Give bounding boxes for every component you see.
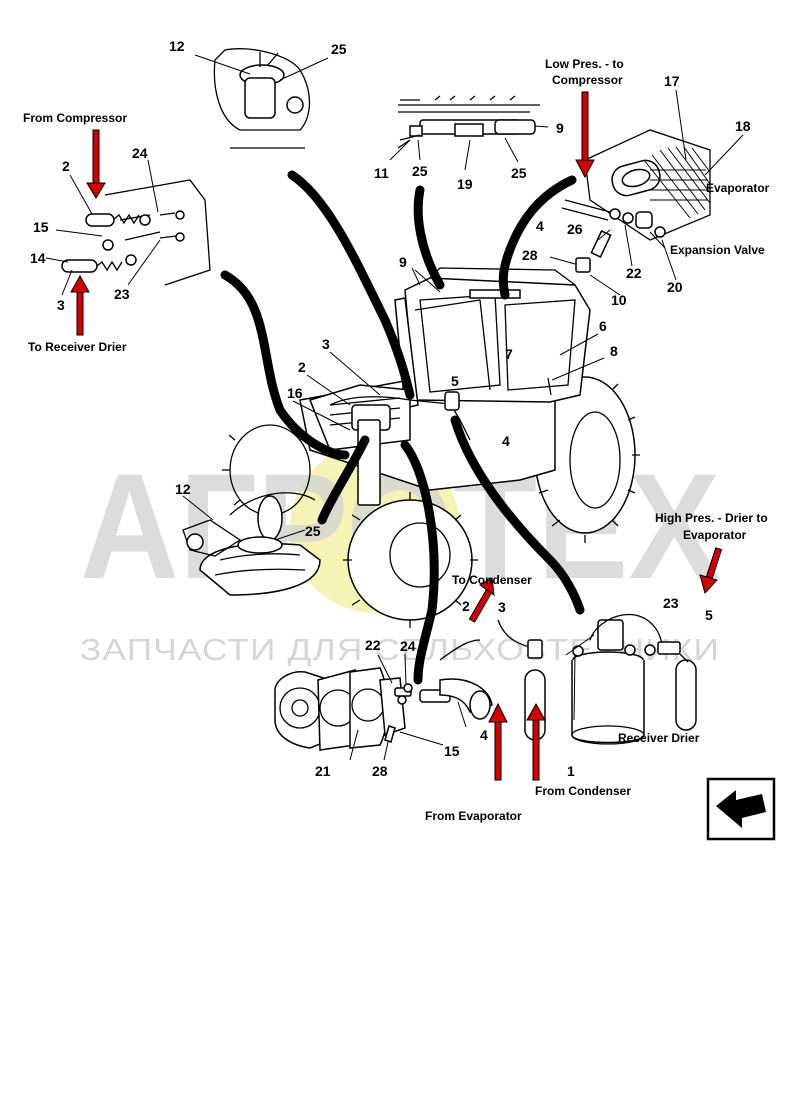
arrow-back-icon[interactable] — [706, 777, 776, 841]
callout-number: 3 — [498, 599, 506, 615]
inset-evaporator-lines — [389, 95, 549, 171]
caption-from-evaporator: From Evaporator — [425, 809, 522, 823]
inset-hose-clamp — [182, 492, 321, 596]
callout-number: 24 — [400, 638, 416, 654]
arrow-from-compressor — [86, 129, 106, 199]
callout-number: 24 — [132, 145, 148, 161]
caption-to-receiver-drier: To Receiver Drier — [28, 340, 127, 354]
callout-number: 5 — [705, 607, 713, 623]
caption-evaporator: Evaporator — [706, 181, 770, 195]
inset-compressor-hoses — [45, 159, 211, 296]
compressor-assembly — [274, 639, 493, 761]
callout-number: 28 — [522, 247, 538, 263]
arrow-to-receiver-drier — [70, 274, 90, 336]
arrow-high-pres — [699, 547, 723, 594]
callout-number: 8 — [610, 343, 618, 359]
caption-to-condenser: To Condenser — [452, 573, 532, 587]
callout-numbers: 12 25 9 11 25 19 25 17 18 4 26 28 22 20 … — [30, 38, 751, 779]
callout-number: 11 — [374, 165, 389, 181]
callout-number: 22 — [365, 637, 381, 653]
red-arrows — [70, 91, 723, 781]
inset-evaporator — [549, 89, 744, 296]
caption-expansion-valve: Expansion Valve — [670, 243, 765, 257]
callout-number: 23 — [114, 286, 130, 302]
callout-number: 4 — [480, 727, 488, 743]
callout-number: 4 — [502, 433, 510, 449]
callout-number: 2 — [62, 158, 70, 174]
callout-number: 25 — [412, 163, 428, 179]
callout-number: 25 — [305, 523, 321, 539]
arrow-from-evaporator — [488, 702, 508, 781]
callout-number: 16 — [287, 385, 303, 401]
arrow-to-condenser — [468, 577, 495, 623]
callout-number: 25 — [331, 41, 347, 57]
arrow-low-pres — [575, 91, 595, 179]
callout-number: 9 — [556, 120, 564, 136]
callout-number: 3 — [322, 336, 330, 352]
callout-number: 21 — [315, 763, 331, 779]
callout-number: 28 — [372, 763, 388, 779]
captions: From Compressor To Receiver Drier Low Pr… — [23, 57, 770, 823]
callout-number: 3 — [57, 297, 65, 313]
callout-number: 17 — [664, 73, 680, 89]
callout-number: 10 — [611, 292, 627, 308]
callout-number: 19 — [457, 176, 473, 192]
caption-low-pres-2: Compressor — [552, 73, 623, 87]
callout-number: 2 — [298, 359, 306, 375]
callout-number: 23 — [663, 595, 679, 611]
callout-number: 12 — [175, 481, 191, 497]
callout-number: 26 — [567, 221, 583, 237]
callout-number: 4 — [536, 218, 544, 234]
caption-receiver-drier: Receiver Drier — [618, 731, 700, 745]
callout-number: 15 — [33, 219, 49, 235]
callout-number: 20 — [667, 279, 683, 295]
callout-number: 12 — [169, 38, 185, 54]
callout-connector-curves — [220, 170, 585, 685]
callout-number: 6 — [599, 318, 607, 334]
callout-number: 18 — [735, 118, 751, 134]
callout-number: 25 — [511, 165, 527, 181]
caption-high-pres-2: Evaporator — [683, 528, 747, 542]
callout-number: 14 — [30, 250, 46, 266]
inset-top-connector — [194, 48, 329, 149]
caption-high-pres-1: High Pres. - Drier to — [655, 511, 768, 525]
callout-number: 1 — [567, 763, 575, 779]
arrow-from-condenser — [526, 702, 546, 781]
tractor-illustration — [222, 267, 640, 628]
callout-number: 22 — [626, 265, 642, 281]
callout-number: 5 — [451, 373, 459, 389]
callout-number: 2 — [462, 598, 470, 614]
caption-from-compressor: From Compressor — [23, 111, 127, 125]
caption-low-pres-1: Low Pres. - to — [545, 57, 624, 71]
callout-number: 7 — [505, 346, 513, 362]
callout-number: 15 — [444, 743, 460, 759]
callout-number: 9 — [399, 254, 407, 270]
caption-from-condenser: From Condenser — [535, 784, 631, 798]
